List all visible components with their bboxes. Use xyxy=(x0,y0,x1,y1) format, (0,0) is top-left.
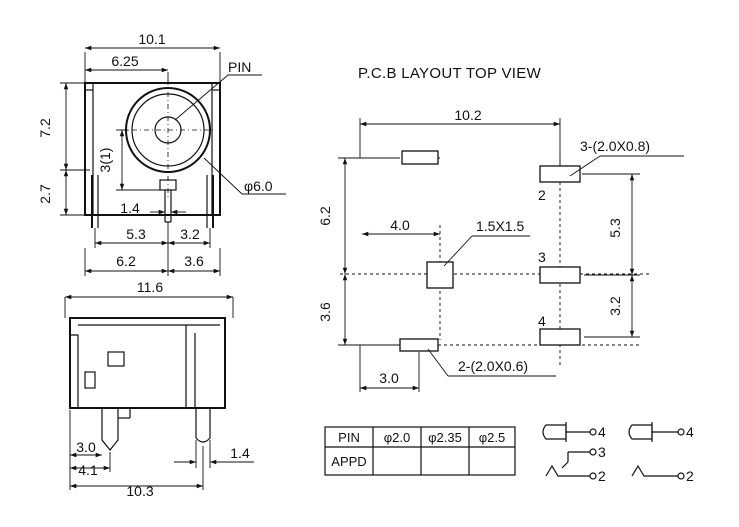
pad-label-3: 3 xyxy=(538,249,546,265)
dim-pin-spacing: 1.4 xyxy=(120,200,140,216)
front-body-outline xyxy=(84,82,221,216)
square-pad-size: 1.5X1.5 xyxy=(476,218,524,234)
schem-left-label-2: 2 xyxy=(598,468,606,484)
dim-height-62: 6.2 xyxy=(317,206,333,226)
dim-height-top: 7.2 xyxy=(37,118,53,138)
dim-pin-30: 3.0 xyxy=(76,439,96,455)
dim-pin-14: 1.4 xyxy=(230,445,250,461)
schem-right-label-2: 2 xyxy=(686,468,694,484)
dim-span-53: 5.3 xyxy=(126,226,146,242)
dim-height-bottom: 2.7 xyxy=(37,184,53,204)
schem-right-label-4: 4 xyxy=(686,424,694,440)
pad-square xyxy=(426,261,454,289)
dim-span-102: 10.2 xyxy=(454,107,481,123)
schematic-left: 4 3 2 xyxy=(542,422,606,484)
dim-length: 11.6 xyxy=(137,279,163,295)
schem-left-label-3: 3 xyxy=(598,444,606,460)
table-row-appd: APPD xyxy=(331,454,366,469)
dim-span-32: 3.2 xyxy=(180,226,200,242)
dim-width-total: 10.1 xyxy=(138,31,165,47)
table-header-d25: φ2.5 xyxy=(479,430,506,445)
dim-span-36: 3.6 xyxy=(184,253,204,269)
dim-height-36: 3.6 xyxy=(317,302,333,322)
table-header-d235: φ2.35 xyxy=(428,430,462,445)
dim-pin-offset: 3(1) xyxy=(97,148,113,173)
pad-top-left xyxy=(401,150,439,165)
pad-3 xyxy=(539,266,581,284)
side-window-large xyxy=(107,351,125,367)
table-header-d20: φ2.0 xyxy=(384,430,411,445)
pcb-layout: P.C.B LAYOUT TOP VIEW 10.2 2 3 4 3-(2.0X… xyxy=(317,65,684,392)
schematic-right: 4 2 xyxy=(628,422,694,484)
pad-label-4: 4 xyxy=(538,313,546,329)
dim-offset-30: 3.0 xyxy=(379,370,399,386)
pad-size-top: 3-(2.0X0.8) xyxy=(580,138,650,154)
pin-label: PIN xyxy=(228,59,251,75)
side-window-small xyxy=(84,371,96,389)
dim-center-40: 4.0 xyxy=(390,217,410,233)
pad-size-bottom: 2-(2.0X0.6) xyxy=(458,358,528,374)
front-view: 10.1 6.25 PIN 7.2 2.7 3(1) 1.4 φ6.0 xyxy=(37,31,286,276)
dim-height-32: 3.2 xyxy=(607,296,623,316)
pad-label-2: 2 xyxy=(538,187,546,203)
dim-width-pin: 6.25 xyxy=(111,53,138,69)
schem-left-label-4: 4 xyxy=(598,424,606,440)
dim-pin-103: 10.3 xyxy=(126,483,153,499)
dim-span-62: 6.2 xyxy=(116,253,136,269)
dim-pin-41: 4.1 xyxy=(78,462,98,478)
side-body-outline xyxy=(69,317,226,409)
side-view: 11.6 3.0 4.1 1.4 10.3 xyxy=(64,279,254,499)
pad-4 xyxy=(539,328,581,346)
spec-table: PIN φ2.0 φ2.35 φ2.5 APPD xyxy=(324,426,516,476)
table-header-pin: PIN xyxy=(338,430,360,445)
dim-height-53: 5.3 xyxy=(607,218,623,238)
pad-2 xyxy=(539,165,581,183)
pad-bottom-left xyxy=(399,338,439,352)
pcb-title: P.C.B LAYOUT TOP VIEW xyxy=(358,65,542,82)
dim-diameter: φ6.0 xyxy=(244,178,273,194)
